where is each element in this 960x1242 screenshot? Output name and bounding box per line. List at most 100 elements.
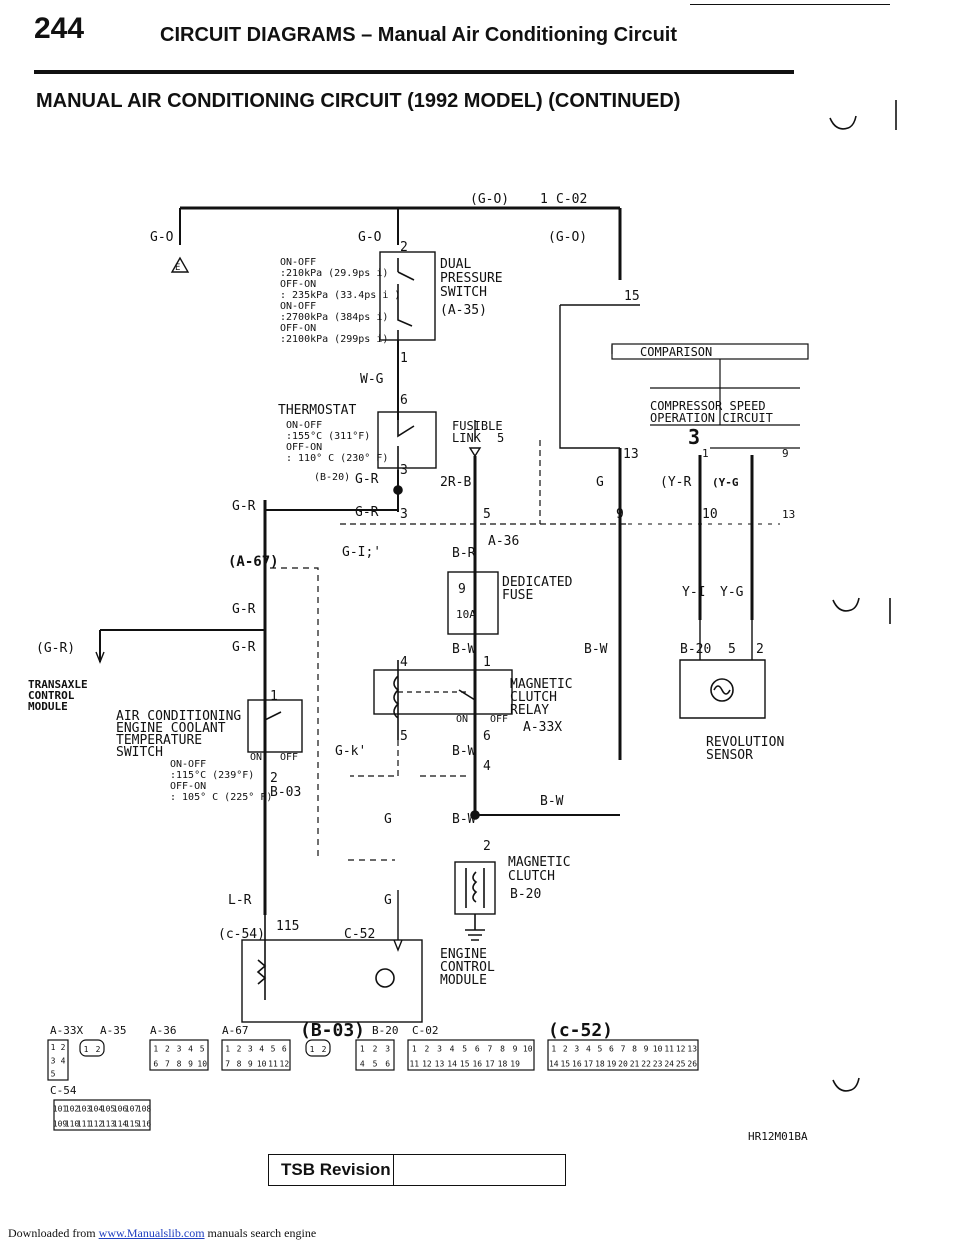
- label-g-r-5: G-R: [232, 640, 256, 655]
- connector-c52-pin: 13: [687, 1044, 697, 1053]
- mag-relay-1: CLUTCH: [510, 690, 557, 705]
- connector-c52-pin: 11: [664, 1044, 674, 1053]
- pin-3-relay: 4: [400, 655, 408, 670]
- figure-id: HR12M01BA: [748, 1130, 808, 1143]
- revolution-sensor-coil: [710, 678, 734, 702]
- legend-c52: (c-52): [548, 1020, 613, 1041]
- dual-pressure-label-0: DUAL: [440, 257, 471, 272]
- connector-c52-pin: 21: [630, 1059, 640, 1068]
- legend-a35: A-35: [100, 1024, 127, 1037]
- pin-13-y: 13: [782, 508, 795, 521]
- label-g-o-right: (G-O): [548, 230, 587, 245]
- coolant-switch-box: [247, 699, 303, 753]
- connector-c54-pin: 101: [53, 1104, 68, 1113]
- connector-c02-pin: 18: [498, 1059, 508, 1068]
- connector-c52-pin: 24: [664, 1059, 674, 1068]
- connector-a36-pin: 4: [188, 1044, 193, 1053]
- connector-a67: (A-67): [228, 554, 279, 570]
- label-y-g-2: Y-G: [720, 585, 744, 600]
- legend-a67: A-67: [222, 1024, 249, 1037]
- connector-b03-pin: 1: [310, 1045, 315, 1054]
- connector-c52-pin: 20: [618, 1059, 628, 1068]
- label-g-r-3: G-R: [355, 505, 379, 520]
- label-b-w-1: B-W: [452, 642, 476, 657]
- connector-b20-pin: 2: [373, 1044, 378, 1053]
- comp-speed-0: COMPRESSOR SPEED: [650, 399, 766, 413]
- connector-c52-pin: 22: [641, 1059, 651, 1068]
- connector-a35-pin: 2: [96, 1045, 101, 1054]
- ecm-0: ENGINE: [440, 947, 487, 962]
- ecm-2: MODULE: [440, 973, 487, 988]
- connector-c02-pin: 17: [485, 1059, 495, 1068]
- download-footer: Downloaded from www.Manualslib.com manua…: [8, 1226, 316, 1241]
- pressure-spec-1: :210kPa (29.9ps i): [280, 268, 388, 279]
- connector-a67-pin: 8: [237, 1059, 242, 1068]
- pin-1-ps: 1: [400, 351, 408, 366]
- connector-c52-pin: 3: [574, 1044, 579, 1053]
- label-g-2: G: [384, 812, 392, 827]
- pin-4-relay: 1: [483, 655, 491, 670]
- label-y-r-2: Y-I: [682, 585, 705, 600]
- connector-c54-pin: 110: [65, 1119, 80, 1128]
- dedicated-fuse-0: DEDICATED: [502, 575, 573, 590]
- connector-a35-pin: 1: [84, 1045, 89, 1054]
- connector-c52-pin: 9: [644, 1044, 649, 1053]
- connector-c54-pin: 114: [113, 1119, 128, 1128]
- pin-5-relay: 6: [483, 729, 491, 744]
- connector-b20b: B-20: [680, 642, 711, 657]
- page-number: 244: [34, 12, 85, 45]
- dedicated-fuse-1: FUSE: [502, 588, 533, 603]
- connector-c54-pin: 105: [101, 1104, 116, 1113]
- pressure-spec-0: ON-OFF: [280, 257, 316, 268]
- fusible-link-2: 5: [497, 431, 504, 445]
- pressure-spec-4: ON-OFF: [280, 301, 316, 312]
- connector-c52-pin: 17: [584, 1059, 594, 1068]
- top-rule: [690, 4, 890, 5]
- thermostat-contacts: [397, 420, 415, 470]
- connector-c02-pin: 7: [487, 1044, 492, 1053]
- connector-a33x-pin: 4: [61, 1056, 66, 1065]
- pin-115: 115: [276, 919, 299, 934]
- fusible-link-1: LINK: [452, 431, 482, 445]
- mag-relay-2: RELAY: [510, 703, 549, 718]
- relay-contact: [458, 689, 476, 701]
- connector-c54-pin: 106: [113, 1104, 128, 1113]
- coolant-spec-0: ON-OFF: [170, 759, 206, 770]
- connector-a36-pin: 9: [188, 1059, 193, 1068]
- label-b-r: B-R: [452, 546, 476, 561]
- ecm-1: CONTROL: [440, 960, 495, 975]
- manualslib-link[interactable]: www.Manualslib.com: [98, 1226, 205, 1240]
- comparison-links: [611, 345, 721, 425]
- legend-a36: A-36: [150, 1024, 177, 1037]
- connector-b03-pin: 2: [322, 1045, 327, 1054]
- connector-a67-pin: 9: [248, 1059, 253, 1068]
- connector-a67-pin: 2: [237, 1044, 242, 1053]
- connector-b20-pin: 3: [385, 1044, 390, 1053]
- connector-c52-pin: 2: [563, 1044, 568, 1053]
- label-g-r-left: (G-R): [36, 641, 75, 656]
- connector-a36-pin: 2: [165, 1044, 170, 1053]
- connector-c52: C-52: [344, 927, 375, 942]
- connector-c54-pin: 109: [53, 1119, 68, 1128]
- connector-a33x: A-33X: [523, 720, 562, 735]
- pin-5-sensor: 2: [756, 642, 764, 657]
- fuse-no: 9: [458, 582, 466, 597]
- connector-c54: (c-54): [218, 927, 265, 942]
- connector-c52-pin: 6: [609, 1044, 614, 1053]
- connector-c52-pin: 8: [632, 1044, 637, 1053]
- connector-c54-pin: 102: [65, 1104, 80, 1113]
- connector-c02-pin: 2: [424, 1044, 429, 1053]
- thermo-spec-2: OFF-ON: [286, 442, 322, 453]
- connector-c54-pin: 103: [77, 1104, 92, 1113]
- connector-a36-pin: 1: [153, 1044, 158, 1053]
- coolant-spec-2: OFF-ON: [170, 781, 206, 792]
- connector-c52-pin: 10: [653, 1044, 663, 1053]
- connector-c02-pin: 3: [437, 1044, 442, 1053]
- label-g-o-left: G-O: [150, 230, 174, 245]
- coolant-sw-1: ENGINE COOLANT: [116, 721, 226, 736]
- thermostat-box: [377, 411, 437, 469]
- connector-a33x-pin: 5: [51, 1070, 56, 1079]
- pin-3-a: 3: [400, 507, 408, 522]
- label-w-g: W-G: [360, 372, 384, 387]
- connector-c52-pin: 15: [560, 1059, 570, 1068]
